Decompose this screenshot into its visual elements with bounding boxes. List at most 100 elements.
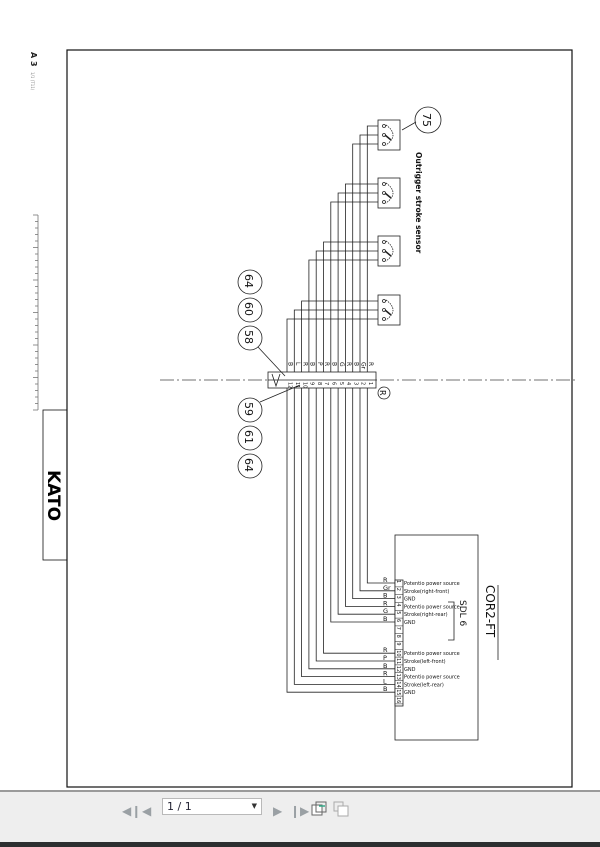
- controller-pin: 12 B GND: [383, 662, 416, 673]
- pin-wire-color: Gr: [383, 584, 391, 592]
- controller-name: COR2-FT: [483, 585, 497, 638]
- relay-pin-number: 11: [294, 382, 300, 388]
- relay-wire-color: P: [316, 362, 323, 366]
- connector-mark-circle: [377, 386, 391, 400]
- pin-description: Stroke(left-rear): [404, 682, 444, 688]
- pin-number: 9: [395, 642, 401, 645]
- next-page-icon[interactable]: ▶: [273, 804, 283, 818]
- wire: [352, 143, 395, 599]
- pin-wire-color: B: [383, 615, 387, 623]
- relay-wire-color: L: [294, 362, 301, 366]
- pin-number: 16: [395, 697, 401, 703]
- pin-wire-color: R: [383, 576, 388, 584]
- pin-number: 2: [395, 588, 401, 591]
- fit-page-icon[interactable]: [311, 801, 327, 817]
- pin-description: Stroke(right-rear): [404, 612, 448, 618]
- pin-number: 5: [395, 611, 401, 614]
- pdf-toolbar: ◀❙ ◀ 1 / 1 ▼ ▶ ❙▶: [0, 790, 600, 842]
- stroke-sensor: [377, 235, 401, 267]
- wire: [323, 241, 395, 654]
- ref-circle-75: [414, 106, 442, 134]
- pin-wire-color: R: [383, 670, 388, 678]
- ref-circle: [237, 297, 263, 323]
- sensors: [377, 119, 401, 326]
- controller-pin: 14 L Stroke(left-rear): [383, 677, 444, 689]
- pin-description: Stroke(right-front): [404, 589, 449, 595]
- pin-wire-color: B: [383, 662, 387, 670]
- sensor-title: Outrigger stroke sensor: [414, 152, 423, 254]
- pin-number: 1: [395, 580, 401, 583]
- previous-page-icon[interactable]: ◀: [142, 804, 152, 818]
- pin-wire-color: R: [383, 646, 388, 654]
- relay-pin-number: 7: [323, 382, 329, 385]
- controller-pin: 15 B GND: [383, 685, 416, 697]
- wire: [286, 318, 395, 693]
- pin-number: 3: [395, 596, 401, 599]
- stroke-sensor: [377, 294, 401, 326]
- controller-connector: [394, 579, 404, 707]
- pin-description: Potentio power source: [404, 604, 460, 610]
- pin-number: 12: [395, 666, 401, 672]
- harness-ref: 64: [242, 274, 255, 288]
- pin-description: GND: [404, 597, 416, 603]
- wire: [366, 125, 395, 584]
- controller-pin: 10 R Potentio power source: [383, 646, 460, 658]
- wire: [337, 192, 395, 615]
- ruler: [33, 214, 39, 411]
- relay-wire-color: B: [352, 362, 359, 366]
- pin-wire-color: B: [383, 685, 387, 693]
- relay-wire-color: B: [287, 362, 294, 366]
- two-page-icon[interactable]: [333, 801, 349, 817]
- pin-description: Stroke(left-front): [404, 659, 446, 665]
- controller-connector-name: SDL 6: [457, 600, 467, 627]
- ref-circle: [237, 325, 263, 351]
- pin-number: 10: [395, 650, 401, 656]
- pin-description: Potentio power source: [404, 675, 460, 681]
- relay-wire-color: G: [338, 362, 345, 367]
- wire: [345, 183, 395, 607]
- wire: [301, 300, 395, 677]
- connector-mark: R: [378, 390, 387, 396]
- relay-pin-number: 10: [301, 382, 307, 388]
- last-page-icon[interactable]: ❙▶: [290, 804, 310, 818]
- pin-description: Potentio power source: [404, 651, 460, 657]
- ref-circle: [237, 397, 263, 423]
- wires: [286, 125, 395, 693]
- sensor-ref: 75: [420, 113, 433, 127]
- chevron-down-icon[interactable]: ▼: [251, 802, 257, 810]
- wiring-diagram: A 3 1/1 (T11) KATO Outrigger stroke sens…: [29, 49, 575, 788]
- controller-pin: 13 R Potentio power source: [383, 670, 460, 681]
- pin-wire-color: B: [383, 592, 387, 600]
- relay-wire-color: R: [301, 362, 308, 366]
- harness-ref: 60: [242, 302, 255, 316]
- controller-box: [394, 534, 479, 741]
- pin-description: Potentio power source: [404, 581, 460, 587]
- relay-pin-number: 6: [331, 382, 337, 385]
- kato-logo: KATO: [43, 470, 63, 521]
- relay-pin-number: 9: [309, 382, 315, 385]
- page-indicator: 1 / 1: [167, 800, 192, 813]
- pin-number: 8: [395, 635, 401, 638]
- relay-wire-color: R: [345, 362, 352, 366]
- pin-description: GND: [404, 667, 416, 673]
- harness-ref: 59: [242, 402, 255, 416]
- first-page-icon[interactable]: ◀❙: [122, 804, 142, 818]
- pin-wire-color: P: [383, 654, 387, 662]
- sheet-size-label: A 3: [29, 52, 38, 67]
- page-number-select[interactable]: 1 / 1 ▼: [162, 798, 262, 815]
- controller-pin: 8: [395, 635, 403, 642]
- pin-description: GND: [404, 690, 416, 696]
- pin-number: 13: [395, 674, 401, 680]
- pin-number: 4: [395, 603, 401, 606]
- wire: [293, 309, 395, 685]
- title-block: [42, 409, 68, 561]
- pin-wire-color: L: [383, 677, 387, 685]
- controller-pin: 3 B GND: [383, 592, 416, 603]
- stroke-sensor: [377, 119, 401, 151]
- pin-number: 11: [395, 658, 401, 664]
- pin-number: 15: [395, 689, 401, 695]
- pin-number: 14: [395, 681, 401, 687]
- harness-ref: 58: [242, 330, 255, 344]
- relay-pin-number: 12: [287, 382, 293, 388]
